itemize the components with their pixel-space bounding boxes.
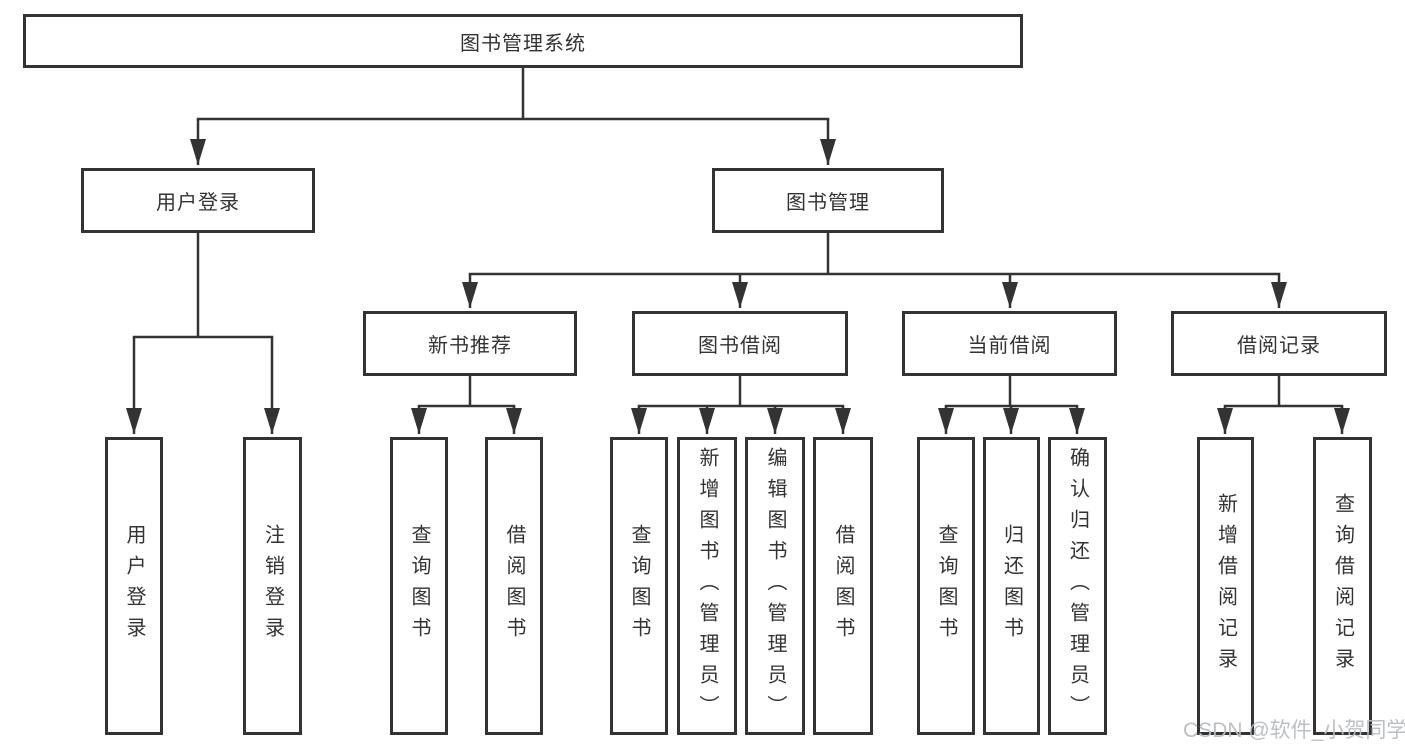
node-new-book-recommendation: 新书推荐: [363, 311, 577, 376]
leaf-newbook-query-books: 查询图书: [390, 437, 448, 735]
node-label: 用户登录: [156, 192, 240, 214]
leaf-label: 查询借阅记录: [1331, 493, 1354, 679]
node-label: 借阅记录: [1237, 335, 1321, 357]
leaf-label: 确认归还（管理员）: [1066, 446, 1089, 726]
leaf-label: 用户登录: [123, 524, 145, 648]
leaf-label: 查询图书: [408, 524, 430, 648]
leaf-label: 查询图书: [628, 524, 650, 648]
leaf-newbook-borrow-books: 借阅图书: [485, 437, 543, 735]
leaf-borrow-query-books: 查询图书: [610, 437, 668, 735]
leaf-current-query-books: 查询图书: [917, 437, 975, 735]
leaf-confirm-return-admin: 确认归还（管理员）: [1048, 437, 1107, 735]
node-label: 图书管理系统: [460, 32, 586, 55]
leaf-logout: 注销登录: [243, 437, 302, 735]
leaf-label: 新增图书（管理员）: [696, 446, 718, 726]
leaf-label: 归还图书: [1000, 524, 1023, 648]
leaf-user-login: 用户登录: [105, 437, 163, 735]
node-book-borrowing: 图书借阅: [632, 311, 848, 376]
leaf-label: 借阅图书: [503, 524, 525, 648]
leaf-query-borrow-record: 查询借阅记录: [1313, 437, 1372, 735]
node-book-management: 图书管理: [712, 168, 944, 233]
leaf-label: 新增借阅记录: [1214, 493, 1237, 679]
node-label: 图书管理: [786, 192, 870, 214]
node-current-borrowing: 当前借阅: [902, 311, 1117, 376]
node-label: 图书借阅: [698, 335, 782, 357]
csdn-watermark: CSDN @软件_小贺同学: [1183, 719, 1405, 742]
node-user-login: 用户登录: [81, 168, 315, 233]
leaf-return-books: 归还图书: [983, 437, 1040, 735]
leaf-label: 注销登录: [261, 524, 284, 648]
leaf-label: 编辑图书（管理员）: [764, 446, 786, 726]
node-borrowing-records: 借阅记录: [1171, 311, 1387, 376]
arrow-connectors: [126, 119, 1350, 434]
leaf-edit-books-admin: 编辑图书（管理员）: [745, 437, 805, 735]
node-label: 新书推荐: [428, 335, 512, 357]
leaf-label: 查询图书: [935, 524, 957, 648]
leaf-label: 借阅图书: [832, 524, 854, 648]
tree-branch-paths: [132, 64, 1344, 408]
leaf-add-books-admin: 新增图书（管理员）: [677, 437, 737, 735]
leaf-add-borrow-record: 新增借阅记录: [1197, 437, 1254, 735]
node-library-management-system: 图书管理系统: [23, 14, 1023, 68]
leaf-borrow-books: 借阅图书: [813, 437, 873, 735]
node-label: 当前借阅: [967, 335, 1052, 357]
